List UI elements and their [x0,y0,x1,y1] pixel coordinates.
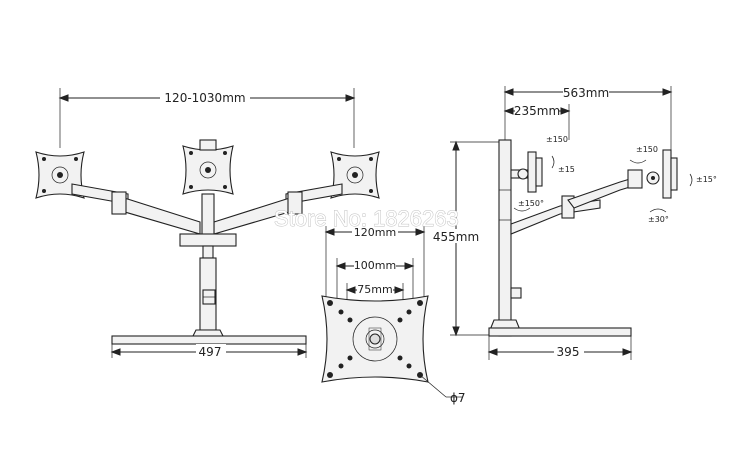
vesa-plate [321,295,429,383]
front-view: 120-1030mm [35,88,380,359]
swivel-right-label: ±150 [636,145,658,154]
side-height-label: 455mm [433,230,479,244]
front-width-dimension: 120-1030mm [58,88,356,148]
front-base [111,335,307,345]
side-base [488,327,632,337]
swivel-left-label: ±150 [546,135,568,144]
side-pole [489,139,522,337]
swivel-arm-label: ±150° [518,199,544,208]
side-563-dimension: 563mm [503,85,673,150]
side-left-arm: ±15 ±150 [510,135,575,193]
tilt-bottom-label: ±30° [648,215,669,224]
vesa-100-label: 100mm [354,259,396,272]
rotate-right-label: ±15° [696,175,717,184]
center-vesa-plate [182,139,234,195]
side-563-label: 563mm [563,86,609,100]
side-upper-arm [567,169,660,209]
vesa-75-dimension: 75mm [345,282,405,318]
front-pole [179,193,237,339]
side-base-label: 395 [557,345,580,359]
hole-diameter-label: ϕ7 [450,391,466,405]
side-right-plate: ±150 ±15° ±30° [629,145,717,224]
side-height-dimension: 455mm [432,140,500,337]
tilt-left-label: ±15 [558,165,575,174]
side-235-dimension: 235mm [503,104,571,140]
side-view: 563mm 235mm 455mm [432,85,717,360]
store-watermark: Store No: 1826263 [274,206,459,231]
front-arms [71,183,343,235]
side-base-dimension: 395 [487,336,633,360]
vesa-100-dimension: 100mm [335,258,415,305]
vesa-120-dimension: 120mm [324,225,426,300]
front-base-dimension: 497 [110,344,308,359]
vesa-75-label: 75mm [357,283,392,296]
vesa-120-label: 120mm [354,226,396,239]
vesa-plate-detail: 120mm 100mm 75mm [321,225,466,405]
hole-diameter-callout: ϕ7 [419,374,466,405]
side-235-label: 235mm [514,104,560,118]
front-width-label: 120-1030mm [164,91,245,105]
front-base-label: 497 [199,345,222,359]
